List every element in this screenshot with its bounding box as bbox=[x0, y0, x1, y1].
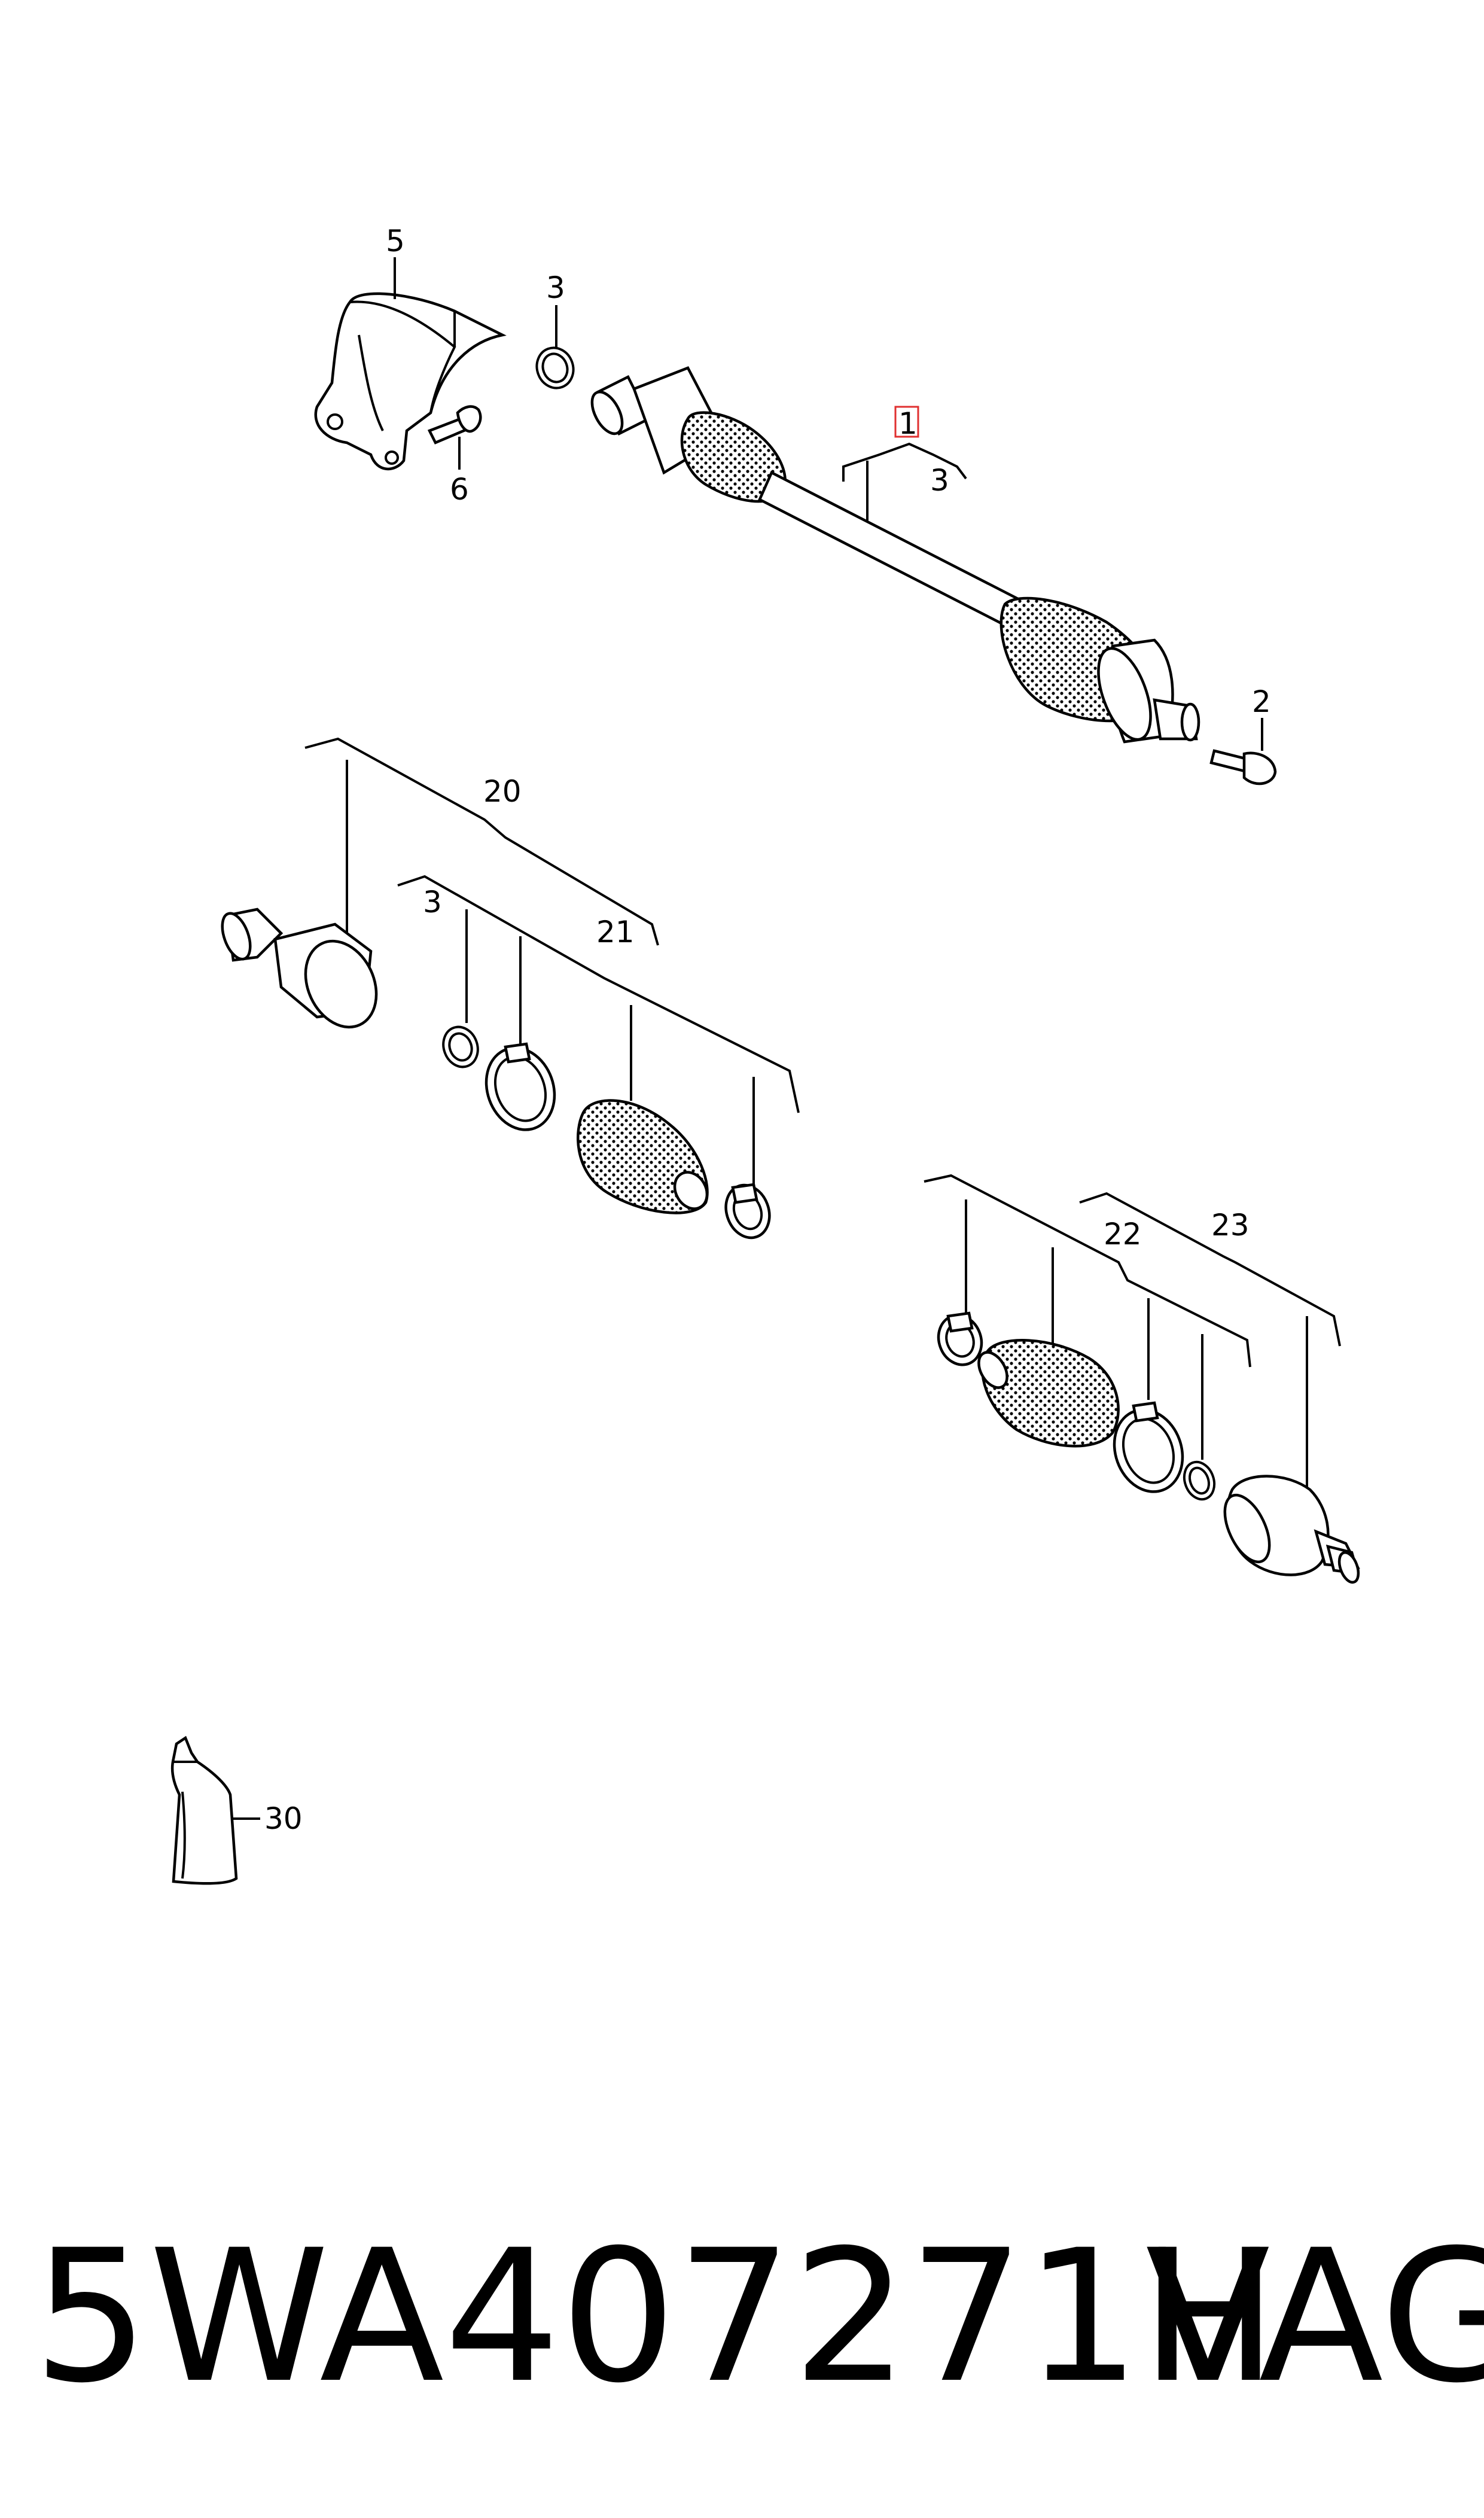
label-3-top: 3 bbox=[546, 270, 565, 305]
label-6: 6 bbox=[450, 472, 469, 507]
circlip-22[interactable] bbox=[1180, 1458, 1220, 1504]
caption: 5WA407271H VAG bbox=[33, 2211, 1484, 2423]
bracket-22 bbox=[924, 1174, 1251, 1368]
label-1: 1 bbox=[898, 406, 918, 441]
label-5: 5 bbox=[386, 224, 405, 258]
label-22: 22 bbox=[1104, 1217, 1142, 1252]
boot-21[interactable] bbox=[577, 1099, 713, 1215]
circlip-3-top[interactable] bbox=[531, 343, 579, 393]
label-3-kit21: 3 bbox=[423, 885, 442, 919]
outer-joint-23[interactable] bbox=[1215, 1475, 1362, 1585]
clamp-large-21[interactable] bbox=[475, 1038, 565, 1139]
circlip-3-kit21[interactable] bbox=[438, 1022, 483, 1071]
bracket-1 bbox=[842, 442, 967, 482]
clamp-small-22[interactable] bbox=[932, 1310, 989, 1371]
label-21: 21 bbox=[596, 915, 635, 949]
label-30: 30 bbox=[264, 1801, 303, 1836]
inner-joint-20[interactable] bbox=[217, 908, 390, 1039]
drive-shaft[interactable] bbox=[586, 366, 1200, 746]
label-23: 23 bbox=[1211, 1208, 1250, 1243]
bolt-6[interactable] bbox=[427, 405, 482, 444]
parts-diagram: 5 6 3 1 3 2 bbox=[170, 224, 1362, 1885]
bracket-20 bbox=[304, 737, 659, 946]
bracket-23 bbox=[1079, 1192, 1341, 1347]
bracket-21 bbox=[397, 875, 800, 1113]
part-number: 5WA407271H bbox=[33, 2211, 1278, 2423]
label-3-shaft: 3 bbox=[930, 463, 949, 498]
brand-name: VAG bbox=[1145, 2211, 1484, 2423]
clamp-small-21[interactable] bbox=[719, 1179, 777, 1244]
grease-tube-30[interactable] bbox=[170, 1735, 238, 1885]
clamp-large-22[interactable] bbox=[1103, 1400, 1193, 1501]
highlight-box-1 bbox=[894, 406, 919, 438]
heat-shield-bracket[interactable] bbox=[314, 292, 507, 471]
label-2: 2 bbox=[1252, 684, 1271, 719]
bolt-2[interactable] bbox=[1209, 749, 1277, 785]
label-20: 20 bbox=[483, 774, 522, 809]
boot-22[interactable] bbox=[973, 1339, 1120, 1448]
